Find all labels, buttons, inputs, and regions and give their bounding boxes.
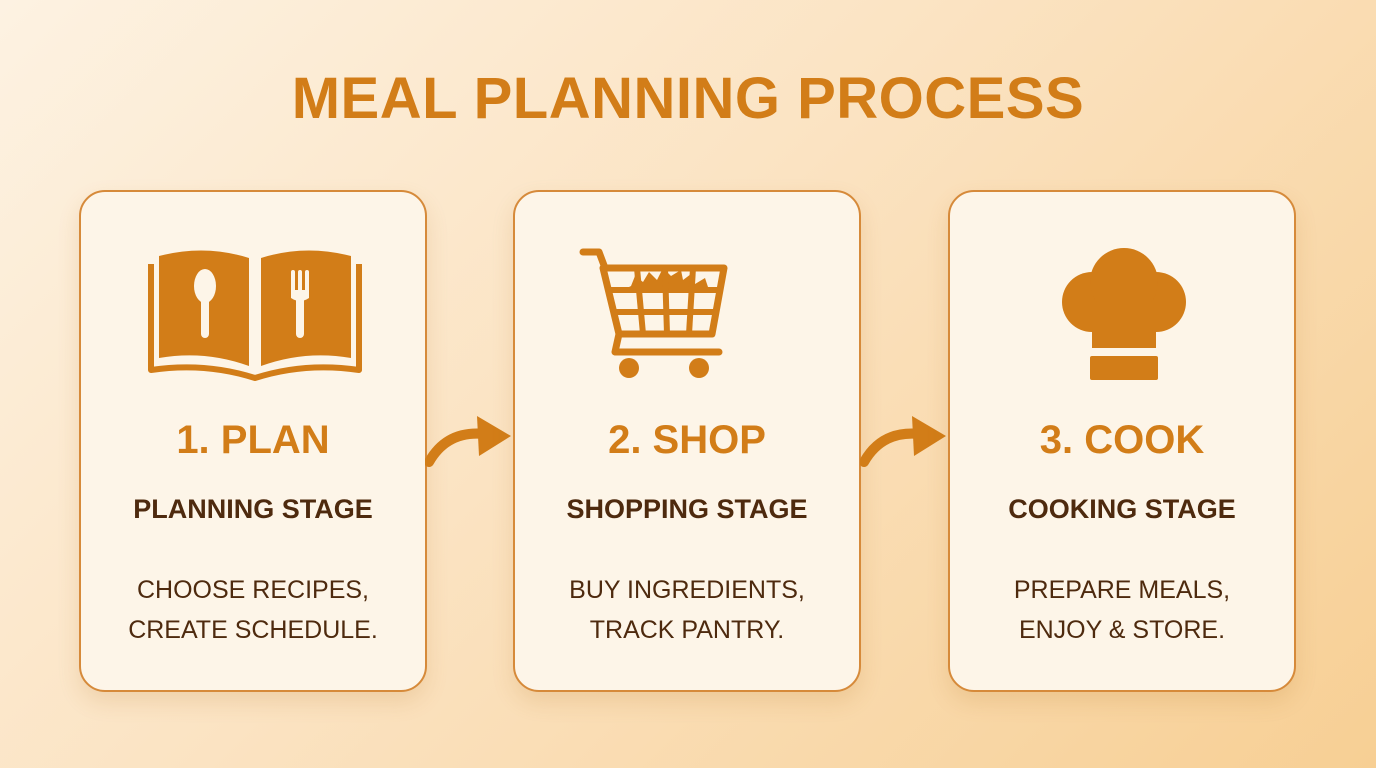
description-line: ENJOY & STORE. xyxy=(1018,616,1226,644)
step-card-cook: 3. COOK COOKING STAGE PREPARE MEALS, ENJ… xyxy=(948,190,1296,692)
chef-hat-icon xyxy=(1014,236,1234,386)
step-description: BUY INGREDIENTS, TRACK PANTRY. xyxy=(515,570,859,650)
arrow-right-icon xyxy=(425,410,515,468)
arrow-right-icon xyxy=(860,410,950,468)
description-line: CHOOSE RECIPES, xyxy=(137,576,369,604)
page-title: MEAL PLANNING PROCESS xyxy=(291,66,1085,131)
step-title: 3. COOK xyxy=(1039,418,1205,462)
stage-label: SHOPPING STAGE xyxy=(566,494,808,524)
step-title: 2. SHOP xyxy=(608,418,766,462)
step-description: CHOOSE RECIPES, CREATE SCHEDULE. xyxy=(81,570,425,650)
description-line: CREATE SCHEDULE. xyxy=(128,616,378,644)
step-title: 1. PLAN xyxy=(176,418,330,462)
description-line: TRACK PANTRY. xyxy=(589,616,785,644)
stage-label: PLANNING STAGE xyxy=(133,494,373,524)
step-card-plan: 1. PLAN PLANNING STAGE CHOOSE RECIPES, C… xyxy=(79,190,427,692)
shopping-cart-icon xyxy=(579,236,799,386)
recipe-book-icon xyxy=(145,236,365,386)
stage-label: COOKING STAGE xyxy=(1008,494,1236,524)
step-card-shop: 2. SHOP SHOPPING STAGE BUY INGREDIENTS, … xyxy=(513,190,861,692)
description-line: PREPARE MEALS, xyxy=(1013,576,1231,604)
step-description: PREPARE MEALS, ENJOY & STORE. xyxy=(950,570,1294,650)
description-line: BUY INGREDIENTS, xyxy=(569,576,805,604)
